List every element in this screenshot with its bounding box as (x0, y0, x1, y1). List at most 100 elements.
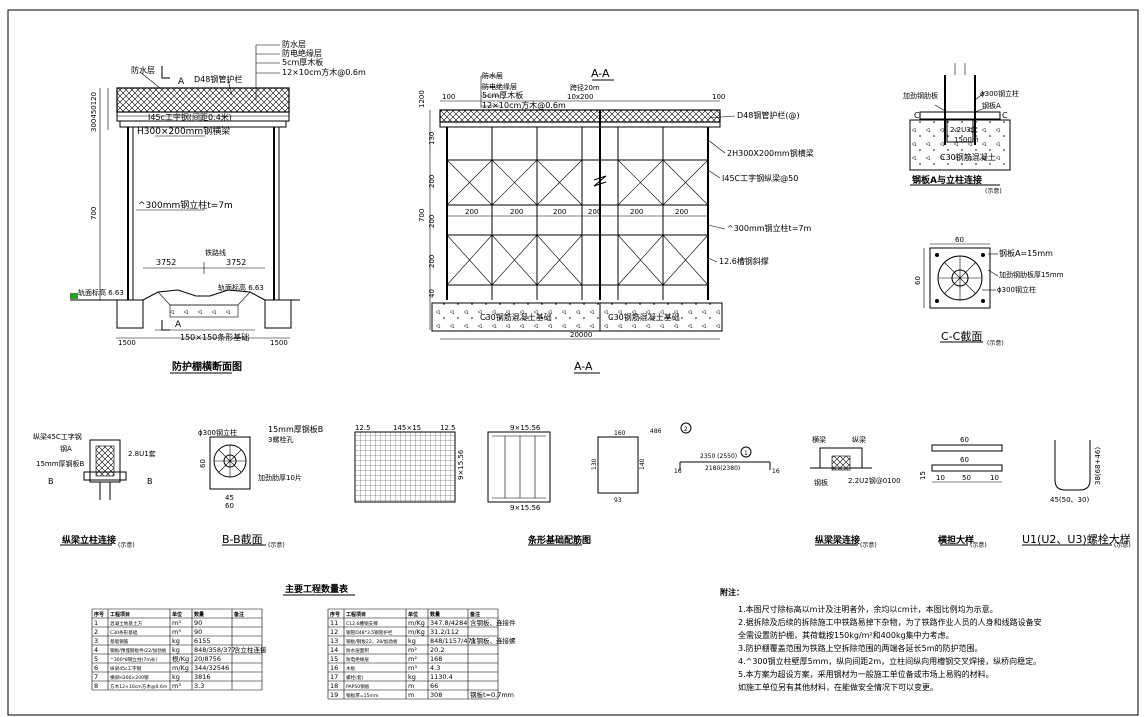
bolt-dim-4: 10 (936, 474, 945, 482)
plate-note: (示意) (985, 187, 1002, 195)
grounding-mark (70, 293, 78, 299)
table-cell: 4.3 (430, 664, 440, 672)
cc-label-1: 钢板A=15mm (999, 248, 1053, 258)
rebar-mark-2: 2 (684, 426, 688, 433)
beamconn-label-3: 钢板 (814, 478, 828, 487)
d48-label-left: 防水层 (131, 65, 155, 75)
dim-left: 3752 (156, 258, 176, 267)
table-cell: m² (408, 646, 417, 654)
table-cell: 19 (330, 691, 338, 699)
table-cell: 848/1157/471 (430, 637, 476, 645)
table-cell: 根/Kg (172, 654, 189, 663)
rebar-dim-5: 486 (650, 428, 662, 435)
table-header-cell: 工程项目 (110, 611, 130, 618)
left-h: 1200 (418, 90, 426, 108)
table-cell: 7 (94, 673, 98, 681)
table-cell: 90 (194, 619, 202, 627)
bolt-title: 横担大样 (938, 534, 974, 546)
rebar-mark-1: 1 (744, 450, 748, 457)
cc-note: (示意) (987, 339, 1004, 347)
rebar-dim-1: 160 (614, 430, 626, 437)
plate-label-3: 钢板A (982, 101, 1001, 110)
table-cell: 6155 (194, 637, 211, 645)
table-cell: m/Kg (408, 628, 425, 636)
bb-note: (示意) (268, 541, 285, 549)
strip-dim-6: 9×15.56 (510, 504, 541, 512)
bb-dim-3: 60 (199, 459, 207, 468)
table-cell: 848/358/377 (194, 646, 236, 654)
layer-2: 防电绝缘层 (282, 48, 322, 58)
table-cell: 混凝土地基土方 (110, 620, 143, 627)
strip-dim-5: 9×15.56 (457, 449, 465, 480)
plate-label-5: 1500m (954, 136, 979, 144)
table-cell: 17 (330, 673, 338, 681)
beamconn-label-2: 纵梁 (852, 435, 866, 444)
bb-dim-1: 45 (225, 494, 234, 502)
strip-dim-1: 12.5 (355, 424, 371, 432)
table-cell: 11 (330, 619, 338, 627)
bb-label-1: ϕ300钢立柱 (198, 428, 237, 437)
beamconn-label-4: 2.2U2钢@0100 (848, 476, 901, 485)
left-footing (116, 299, 144, 329)
bay-dim-6: 200 (675, 208, 688, 216)
elev-label-c12: 12.6槽钢斜撑 (719, 256, 769, 266)
section-view (70, 44, 300, 374)
rebar-dim-6: 2350 (2550) (700, 453, 737, 460)
colconn-label-3: 15mm厚钢板B (36, 459, 85, 468)
table-cell: 20.2 (430, 646, 444, 654)
table-header-cell: 备注 (233, 611, 244, 618)
colconn-b-left: B (48, 477, 54, 486)
bolt-dim-5: 50 (962, 474, 971, 482)
table-cell: kg (172, 646, 180, 654)
elev-label-col: ^300mm钢立柱t=7m (727, 223, 811, 233)
table-cell: 防水层面积 (346, 647, 369, 654)
elev-layer-4: 12×10cm方木@0.6m (482, 100, 566, 110)
foundation-left: C30钢筋混凝土基础 (480, 312, 552, 322)
table-cell: 钢板t=0.7mm (470, 690, 514, 699)
table-header-cell: 工程项目 (346, 611, 366, 618)
span-label: 跨径20m (570, 83, 600, 92)
strip-dim-2: 145×15 (393, 424, 421, 432)
side-dim-5: 40 (428, 289, 436, 298)
table-title: 主要工程数量表 (285, 583, 349, 595)
u1-dim-2: 38(68+46) (1094, 447, 1102, 485)
table-header-cell: 单位 (172, 611, 182, 618)
table-cell: kg (172, 673, 180, 681)
table-cell: 1130.4 (430, 673, 453, 681)
table-cell: 347.8/4284 (430, 619, 467, 627)
elev-label-d48: D48钢管护栏(@) (737, 110, 800, 120)
bb-label-3: 3螺栓孔 (268, 435, 293, 444)
ground-line (70, 289, 300, 301)
bb-title: B-B截面 (222, 532, 263, 546)
rebar-dim-9: 16 (772, 468, 780, 475)
table-header-cell: 单位 (408, 611, 418, 618)
table-cell: 钢管D48*3.5钢管护栏 (346, 629, 393, 636)
rebar-dim-4: 93 (614, 497, 622, 504)
side-dim-2: 200 (428, 175, 436, 188)
deck (439, 109, 721, 123)
note-7: 如施工单位另有其他材料，在能做安全情况下可以变更。 (738, 682, 938, 692)
colconn-note: (示意) (118, 541, 135, 549)
rebar-dim-8: 16 (674, 468, 682, 475)
bolt-dim-2: 60 (960, 456, 969, 464)
table-cell: 防电绝缘层 (346, 656, 369, 663)
detail-col-conn (60, 439, 127, 546)
table-cell: m³ (172, 628, 181, 636)
notes: 附注： 1.本图尺寸除标高以m计及注明者外，余均以cm计，本图比例均为示意。 2… (720, 587, 1042, 692)
h-beam-label: H300×200mm钢横梁 (137, 125, 230, 137)
plate-label-4: 2.2U3套 (950, 125, 978, 134)
table-cell: 钢板厚=15mm (346, 692, 379, 699)
side-dim-1: 130 (428, 132, 436, 145)
table-cell: m² (408, 655, 417, 663)
table-cell: m (408, 691, 414, 699)
table-cell: 90 (194, 628, 202, 636)
i45-label: I45c工字钢(间距0.4米) (148, 112, 232, 122)
colconn-b-right: B (147, 477, 153, 486)
table-cell: 螺栓(套) (346, 674, 364, 681)
elevation-view (429, 75, 736, 374)
table-cell: PAP50钢板 (346, 683, 370, 690)
table-cell: 方木12×10cm方木@0.6m (110, 683, 168, 690)
plate-label-1: 加劲钢肋板 (903, 91, 938, 100)
plate-label-2: ϕ300钢立柱 (980, 89, 1019, 98)
table-cell: 5 (94, 655, 98, 663)
